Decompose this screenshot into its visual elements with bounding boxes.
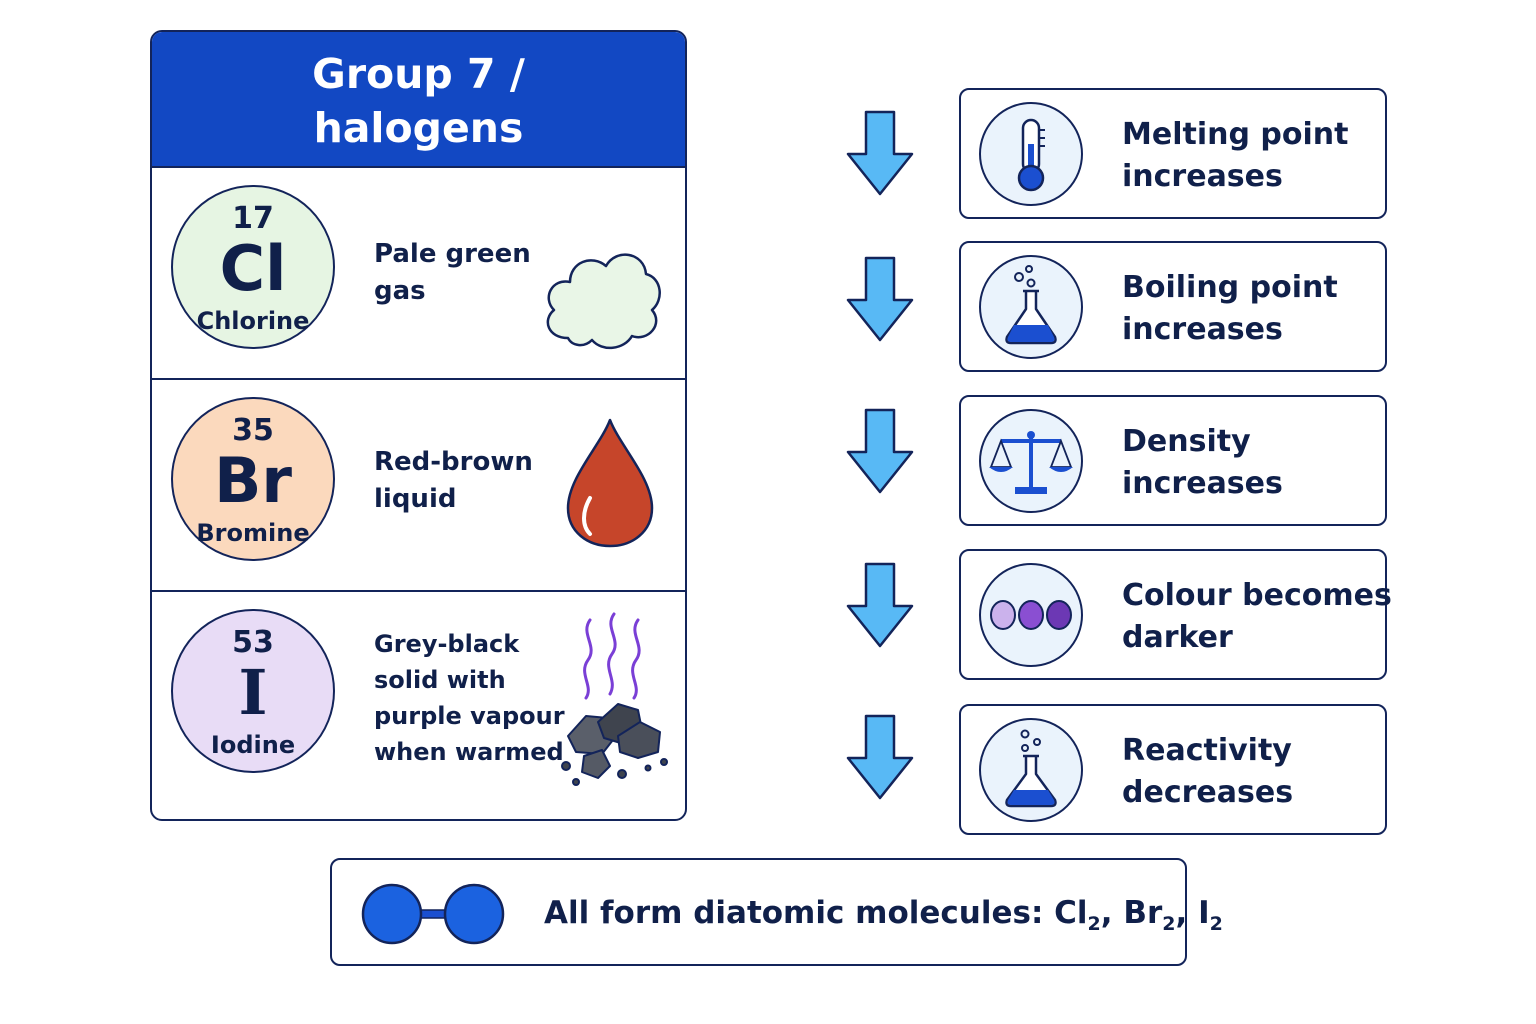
arrow-down-icon bbox=[846, 256, 914, 342]
droplet-icon bbox=[566, 418, 654, 548]
description-line: Pale green bbox=[374, 239, 531, 269]
arrow-down-icon bbox=[846, 714, 914, 800]
trend-label-line: decreases bbox=[1122, 775, 1294, 810]
thermometer-icon bbox=[979, 102, 1083, 206]
trend-label: Colour becomes darker bbox=[1122, 575, 1392, 659]
cloud-icon bbox=[546, 253, 661, 349]
panel-title: Group 7 / halogens bbox=[152, 32, 685, 168]
element-row-iodine: 53 I Iodine Grey-black solid with purple… bbox=[152, 592, 685, 804]
diatomic-molecule-icon bbox=[361, 883, 505, 945]
panel-title-line-2: halogens bbox=[313, 104, 524, 152]
trend-label-line: Boiling point bbox=[1122, 270, 1338, 305]
element-description: Pale green gas bbox=[374, 236, 531, 310]
trend-label-line: darker bbox=[1122, 620, 1233, 655]
description-line: gas bbox=[374, 276, 426, 306]
rocks-with-vapour-icon bbox=[561, 612, 668, 786]
flask-icon bbox=[979, 718, 1083, 822]
trend-card-melting-point: Melting point increases bbox=[959, 88, 1387, 219]
trend-card-density: Density increases bbox=[959, 395, 1387, 526]
balance-scale-icon bbox=[979, 409, 1083, 513]
formula-cl2: Cl2 bbox=[1054, 895, 1101, 935]
trend-label-line: increases bbox=[1122, 312, 1283, 347]
element-tile-bromine: 35 Br Bromine bbox=[171, 397, 335, 561]
trend-card-colour: Colour becomes darker bbox=[959, 549, 1392, 680]
description-line: liquid bbox=[374, 484, 457, 514]
panel-title-line-1: Group 7 / bbox=[312, 50, 525, 98]
atomic-number: 35 bbox=[232, 413, 274, 448]
trend-label-line: increases bbox=[1122, 159, 1283, 194]
description-line: Red-brown bbox=[374, 447, 533, 477]
atomic-number: 17 bbox=[232, 201, 274, 236]
diatomic-statement: All form diatomic molecules: Cl2, Br2, I… bbox=[544, 895, 1223, 935]
arrow-down-icon bbox=[846, 110, 914, 196]
element-tile-iodine: 53 I Iodine bbox=[171, 609, 335, 773]
element-name: Iodine bbox=[210, 731, 296, 759]
formula-i2: I2 bbox=[1198, 895, 1223, 935]
trend-label: Boiling point increases bbox=[1122, 267, 1338, 351]
element-row-chlorine: 17 Cl Chlorine Pale green gas bbox=[152, 168, 685, 380]
description-line: Grey-black bbox=[374, 630, 520, 658]
vapour-icon bbox=[583, 612, 641, 700]
description-line: solid with bbox=[374, 666, 506, 694]
element-description: Grey-black solid with purple vapour when… bbox=[374, 626, 565, 770]
element-symbol: Br bbox=[214, 444, 292, 517]
halogens-panel: Group 7 / halogens 17 Cl Chlorine Pale g… bbox=[150, 30, 687, 821]
trend-label-line: Density bbox=[1122, 424, 1251, 459]
diatomic-banner: All form diatomic molecules: Cl2, Br2, I… bbox=[330, 858, 1223, 966]
iodine-crystals-icon bbox=[561, 703, 668, 786]
element-symbol: I bbox=[238, 656, 268, 729]
colour-dots-icon bbox=[979, 563, 1083, 667]
trend-card-reactivity: Reactivity decreases bbox=[959, 704, 1387, 835]
flask-icon bbox=[979, 255, 1083, 359]
element-tile-chlorine: 17 Cl Chlorine bbox=[171, 185, 335, 349]
trend-label-line: Reactivity bbox=[1122, 733, 1292, 768]
trend-label-line: increases bbox=[1122, 466, 1283, 501]
element-name: Bromine bbox=[196, 519, 310, 547]
formula-br2: Br2 bbox=[1123, 895, 1176, 935]
trend-label-line: Colour becomes bbox=[1122, 578, 1392, 613]
description-line: when warmed bbox=[374, 738, 564, 766]
atomic-number: 53 bbox=[232, 625, 274, 660]
description-line: purple vapour bbox=[374, 702, 565, 730]
trend-label-line: Melting point bbox=[1122, 117, 1349, 152]
arrow-down-icon bbox=[846, 408, 914, 494]
trend-label: Melting point increases bbox=[1122, 114, 1348, 198]
statement-prefix: All form diatomic molecules: bbox=[544, 895, 1055, 931]
element-description: Red-brown liquid bbox=[374, 444, 533, 518]
trend-card-boiling-point: Boiling point increases bbox=[959, 241, 1387, 372]
element-symbol: Cl bbox=[219, 232, 287, 305]
element-name: Chlorine bbox=[196, 307, 310, 335]
trend-label: Density increases bbox=[1122, 421, 1283, 505]
element-row-bromine: 35 Br Bromine Red-brown liquid bbox=[152, 380, 685, 592]
trend-label: Reactivity decreases bbox=[1122, 730, 1293, 814]
arrow-down-icon bbox=[846, 562, 914, 648]
